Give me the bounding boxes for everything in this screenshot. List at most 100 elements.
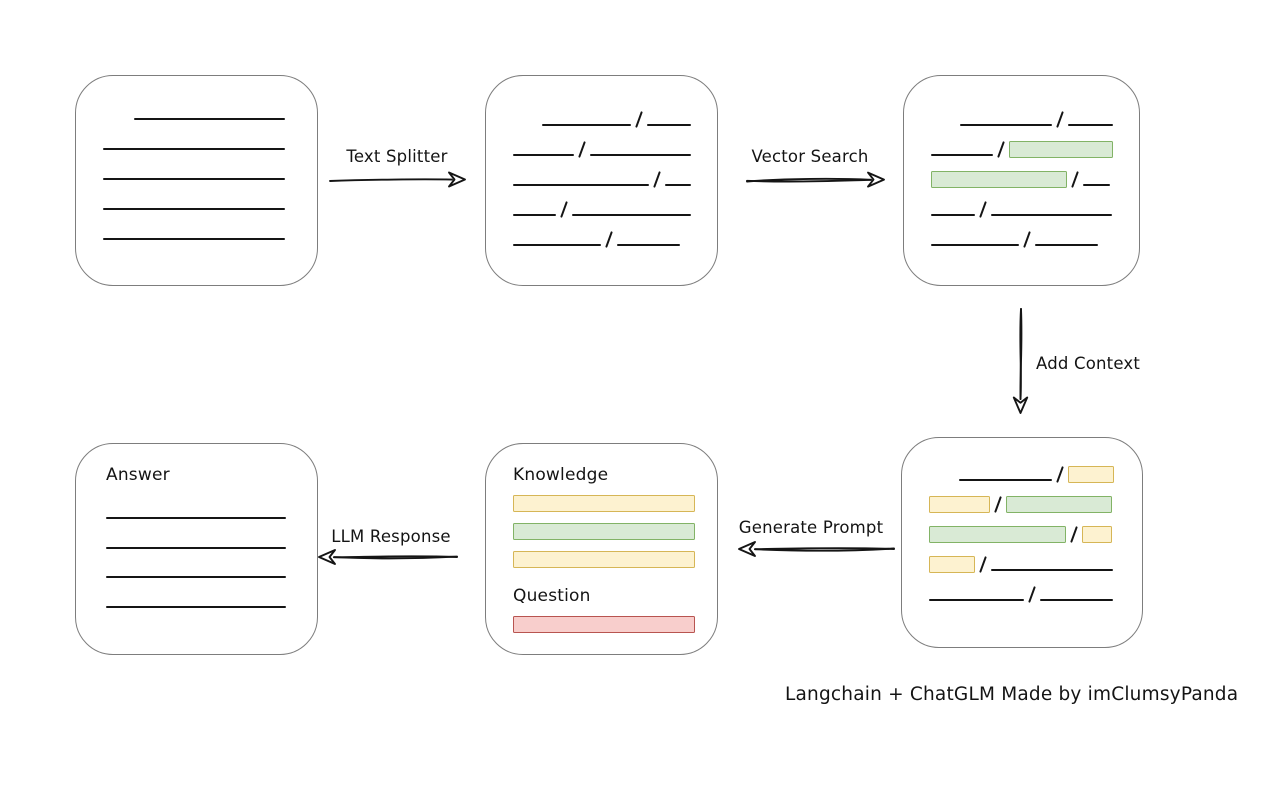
text-line	[106, 546, 286, 549]
text-line	[513, 214, 557, 216]
slash-separator	[979, 201, 987, 218]
question-bars	[513, 616, 695, 633]
text-line	[1040, 599, 1113, 601]
add-context-label: Add Context	[1036, 354, 1141, 373]
slash-separator	[577, 141, 586, 158]
context-box	[901, 437, 1143, 648]
prompt-content: Knowledge Question	[513, 467, 695, 633]
arrowhead-icon	[738, 541, 756, 557]
prompt-box: Knowledge Question	[485, 443, 718, 655]
document-text-lines	[76, 76, 317, 242]
text-row	[513, 158, 691, 188]
text-line	[1068, 124, 1113, 126]
yellow-highlight-chunk	[1082, 526, 1112, 543]
generate-prompt-label: Generate Prompt	[738, 518, 884, 537]
text-row	[929, 543, 1116, 573]
text-line	[542, 124, 632, 126]
arrowhead-icon	[318, 549, 336, 565]
knowledge-label: Knowledge	[513, 465, 609, 485]
llm-response-arrow	[318, 549, 458, 565]
text-row	[929, 513, 1116, 543]
text-line	[929, 599, 1024, 601]
yellow-bar	[513, 495, 695, 512]
slash-separator	[560, 201, 569, 218]
split-chunks-box	[485, 75, 718, 286]
text-line	[134, 118, 285, 120]
arrowhead-icon	[448, 171, 466, 188]
green-highlight-chunk	[929, 526, 1066, 543]
text-line	[959, 479, 1052, 481]
text-line	[103, 238, 285, 240]
answer-label: Answer	[106, 465, 170, 485]
text-line	[572, 214, 691, 216]
text-line	[589, 154, 691, 156]
text-row	[513, 128, 691, 158]
text-line	[1035, 244, 1098, 246]
llm-response-label: LLM Response	[331, 527, 451, 546]
text-line	[106, 576, 286, 578]
retrieved-chunk-lines	[904, 76, 1139, 248]
text-row	[513, 188, 691, 218]
slash-separator	[997, 141, 1006, 158]
text-line	[647, 124, 691, 126]
text-row	[931, 188, 1113, 218]
slash-separator	[1023, 231, 1031, 248]
text-line	[513, 184, 649, 186]
text-line	[103, 178, 285, 180]
arrowhead-icon	[1012, 396, 1029, 414]
red-bar	[513, 616, 695, 633]
arrowhead-icon	[867, 171, 885, 188]
text-line	[991, 214, 1112, 216]
text-line	[1083, 184, 1110, 186]
green-highlight-chunk	[931, 171, 1067, 188]
vector-search-arrow	[746, 171, 885, 188]
vector-search-result-box	[903, 75, 1140, 286]
text-row	[931, 98, 1113, 128]
chunk-text-lines	[486, 76, 717, 248]
text-row	[929, 483, 1116, 513]
text-line	[664, 184, 691, 186]
answer-content: Answer	[106, 467, 286, 635]
text-row	[103, 92, 291, 122]
text-row	[103, 122, 291, 152]
yellow-bar	[513, 551, 695, 568]
text-line	[106, 605, 286, 608]
text-row	[103, 182, 291, 212]
text-row	[929, 573, 1116, 603]
text-line	[106, 517, 286, 519]
add-context-arrow	[1012, 308, 1029, 414]
text-row	[513, 218, 691, 248]
knowledge-bars	[513, 495, 695, 568]
text-line	[931, 214, 975, 216]
context-chunk-lines	[902, 438, 1142, 603]
credit-text: Langchain + ChatGLM Made by imClumsyPand…	[785, 684, 1239, 705]
generate-prompt-arrow	[738, 541, 895, 557]
text-row	[513, 98, 691, 128]
green-highlight-chunk	[1009, 141, 1113, 158]
text-line	[513, 244, 601, 246]
slash-separator	[1071, 171, 1079, 188]
slash-separator	[1070, 526, 1078, 543]
text-row	[931, 218, 1113, 248]
answer-text-lines	[106, 517, 286, 608]
text-line	[617, 244, 680, 246]
vector-search-label: Vector Search	[751, 147, 869, 166]
yellow-highlight-chunk	[929, 496, 990, 513]
slash-separator	[652, 171, 661, 188]
green-bar	[513, 523, 695, 540]
question-label: Question	[513, 586, 591, 606]
text-line	[513, 154, 574, 156]
slash-separator	[1028, 586, 1036, 603]
slash-separator	[979, 556, 987, 573]
green-highlight-chunk	[1006, 496, 1112, 513]
yellow-highlight-chunk	[1068, 466, 1114, 483]
text-line	[931, 154, 994, 156]
slash-separator	[994, 496, 1002, 513]
text-row	[931, 158, 1113, 188]
text-splitter-arrow	[329, 171, 466, 188]
answer-box: Answer	[75, 443, 318, 655]
text-row	[103, 212, 291, 242]
text-line	[103, 148, 285, 150]
text-line	[991, 569, 1113, 571]
